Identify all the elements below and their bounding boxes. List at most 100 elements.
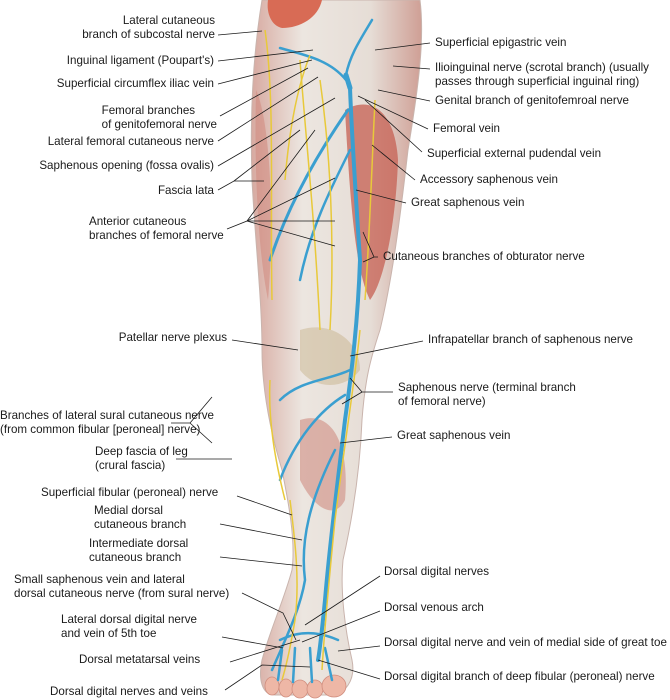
superficial-epigastric-path [344,18,374,77]
leg-muscle [300,418,346,511]
label-circumflex-iliac-vein: Superficial circumflex iliac vein [57,77,214,91]
leader-deep-fibular [317,659,381,680]
great-saphenous-vein-path [316,86,363,662]
leader-dorsal-digital-nerves [304,575,381,626]
knee-area [300,327,360,385]
label-saphenous-opening: Saphenous opening (fossa ovalis) [39,159,214,173]
leader-dorsal-venous-arch [301,610,381,643]
label-superficial-epigastric-vein: Superficial epigastric vein [435,36,566,50]
leader-femoral-vein [357,95,429,130]
label-line: cutaneous branch [94,518,187,531]
leader-superficial-fibular [236,495,293,516]
toe-4 [278,678,294,698]
label-line: Superficial circumflex iliac vein [56,77,214,90]
label-line: Infrapatellar branch of saphenous nerve [428,333,633,346]
leader-great-saphenous-leg [339,436,393,444]
leader-fascia-lata-2 [233,129,301,182]
label-line: Inguinal ligament (Poupart's) [66,54,214,67]
femoral-cutaneous-path [299,59,333,331]
label-line: Dorsal digital nerve and vein of medial … [384,636,667,649]
leader-inguinal-ligament [217,49,314,62]
obturator-path [364,99,376,301]
leader-saphenous-nerve-2 [341,391,363,405]
leader-anterior-cutaneous-4 [246,220,336,247]
leader-lateral-digital-5th [221,636,284,649]
veins [268,18,374,684]
label-line: (crural fascia) [95,459,166,472]
nerves [264,29,376,681]
label-line: Femoral branches [101,104,196,117]
label-lateral-sural-cutaneous: Branches of lateral sural cutaneous nerv… [0,409,214,437]
leader-accessory-saphenous [371,144,416,181]
label-line: Branches of lateral sural cutaneous nerv… [0,409,214,422]
leader-saphenous-opening [217,97,336,167]
leader-anterior-cutaneous-2 [246,177,336,222]
leader-ilioinguinal [392,65,431,70]
label-line: Superficial external pudendal vein [427,147,602,160]
leader-great-saphenous-thigh [355,189,407,204]
leader-circumflex-iliac [217,59,313,85]
label-great-saphenous-vein-leg: Great saphenous vein [397,429,510,443]
label-line: branch of subcostal nerve [82,28,215,41]
circumflex-iliac-path [278,46,348,82]
leg-branch-path [270,448,337,672]
leader-lateral-sural-2 [189,422,213,444]
accessory-saphenous-path [268,108,350,262]
label-line: Dorsal metatarsal veins [79,653,201,666]
leader-small-saphenous [241,592,297,641]
leader-genital-branch [377,89,431,102]
leader-medial-dorsal [219,523,303,541]
label-line: Medial dorsal [94,504,163,517]
label-line: Intermediate dorsal [89,537,189,550]
label-infrapatellar-branch: Infrapatellar branch of saphenous nerve [428,333,633,347]
lateral-femoral-cutaneous-path [264,29,273,301]
leader-dorsal-digital-nv [224,664,311,691]
leader-lateral-cutaneous-subcostal [217,30,263,36]
label-superficial-fibular-nerve: Superficial fibular (peroneal) nerve [41,486,218,500]
leader-superficial-epigastric [374,42,431,51]
label-line: Femoral vein [433,122,501,135]
toe-2 [306,679,324,699]
leader-digital-great-toe [337,645,381,652]
label-patellar-nerve-plexus: Patellar nerve plexus [119,331,227,345]
label-line: Dorsal digital branch of deep fibular (p… [384,670,655,683]
label-dorsal-digital-great-toe: Dorsal digital nerve and vein of medial … [384,636,667,650]
thigh-branch-path [298,148,352,282]
label-line: Great saphenous vein [411,196,525,209]
label-great-saphenous-vein-thigh: Great saphenous vein [411,196,524,210]
label-line: Lateral dorsal digital nerve [61,613,197,626]
label-line: Fascia lata [157,184,214,197]
femoral-vein-path [343,72,353,91]
label-line: Deep fascia of leg [95,445,188,458]
dorsal-venous-arch-path [276,632,340,684]
label-deep-fascia-leg: Deep fascia of leg(crural fascia) [95,445,188,473]
label-line: dorsal cutaneous nerve (from sural nerve… [14,587,230,600]
label-fascia-lata: Fascia lata [158,184,214,198]
leader-dorsal-metatarsal [229,639,301,663]
label-line: Dorsal digital nerves and veins [50,685,208,698]
great-toe [321,674,347,698]
saphenous-nerve-path [321,329,361,671]
label-accessory-saphenous-vein: Accessory saphenous vein [420,173,558,187]
label-line: Dorsal venous arch [384,601,484,614]
leader-lateral-femoral [217,76,319,142]
label-line: of femoral nerve) [398,395,486,408]
leader-femoral-branches [219,67,309,117]
label-line: Superficial epigastric vein [435,36,567,49]
label-line: Saphenous opening (fossa ovalis) [39,159,214,172]
label-cutaneous-obturator: Cutaneous branches of obturator nerve [383,250,585,264]
label-line: Ilioinguinal nerve (scrotal branch) (usu… [435,61,649,74]
label-line: Dorsal digital nerves [384,565,490,578]
label-inguinal-ligament: Inguinal ligament (Poupart's) [67,54,214,68]
label-line: passes through superficial inguinal ring… [435,75,640,88]
label-line: branches of femoral nerve [89,229,224,242]
